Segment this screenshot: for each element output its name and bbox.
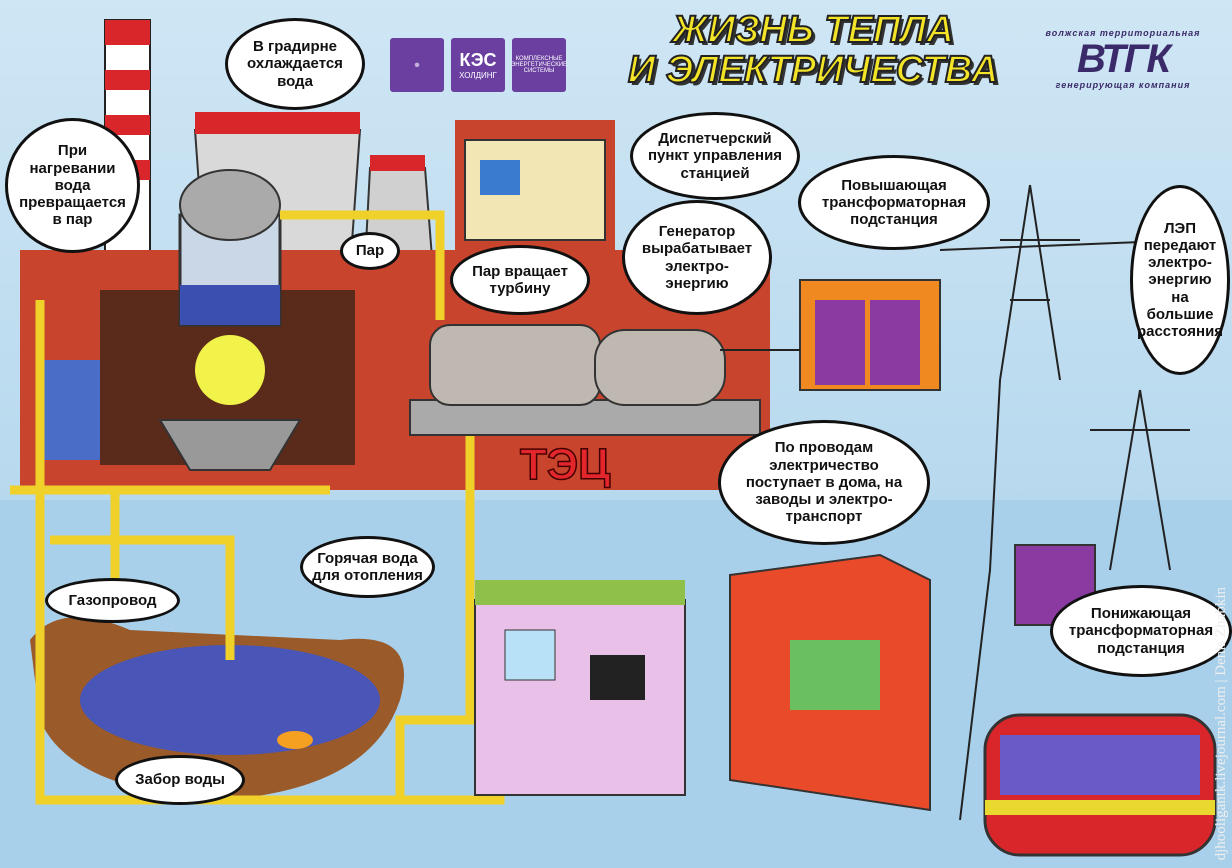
bubble-generator: Генератор вырабатывает электро- энергию	[622, 200, 772, 315]
bubble-steam: Пар	[340, 232, 400, 270]
turbine	[429, 324, 601, 406]
house	[474, 599, 686, 796]
bubble-water-intake: Забор воды	[115, 755, 245, 805]
kes-logo-sub: ХОЛДИНГ	[459, 71, 497, 80]
kes-logo-icon: ❁	[390, 38, 444, 92]
transmission-towers	[999, 184, 1190, 571]
generator	[594, 329, 726, 406]
vtgk-logo: волжская территориальная ВТГК генерирующ…	[1018, 28, 1228, 90]
station-label: ТЭЦ	[519, 439, 611, 490]
fire-glow	[195, 335, 265, 405]
vtgk-top: волжская территориальная	[1045, 28, 1201, 38]
window	[40, 360, 100, 460]
fish-icon	[277, 731, 313, 749]
bubble-turbine: Пар вращает турбину	[450, 245, 590, 315]
tv	[590, 655, 645, 700]
bubble-step-down: Понижающая трансформаторная подстанция	[1050, 585, 1232, 677]
bubble-wires: По проводам электричество поступает в до…	[718, 420, 930, 545]
bubble-step-up: Повышающая трансформаторная подстанция	[798, 155, 990, 250]
kes-systems-logo: КОМПЛЕКСНЫЕ ЭНЕРГЕТИЧЕСКИЕ СИСТЕМЫ	[510, 38, 568, 92]
bubble-heating: При нагревании вода превращается в пар	[5, 118, 140, 253]
bubble-gas: Газопровод	[45, 578, 180, 623]
bubble-hot-water: Горячая вода для отопления	[300, 536, 435, 598]
vtgk-main: ВТГК	[1077, 37, 1171, 81]
bubble-cooling-tower: В градирне охлаждается вода	[225, 18, 365, 110]
watermark: djhooligantk.livejournal.com | Denis Zha…	[1213, 586, 1229, 860]
kes-systems-text: КОМПЛЕКСНЫЕ ЭНЕРГЕТИЧЕСКИЕ СИСТЕМЫ	[510, 56, 568, 74]
lake	[80, 645, 380, 755]
kes-logo-text: КЭС	[459, 50, 497, 70]
bubble-power-line: ЛЭП передают электро- энергию на большие…	[1130, 185, 1230, 375]
vtgk-bottom: генерирующая компания	[1055, 80, 1191, 90]
bubble-control: Диспетчерский пункт управления станцией	[630, 112, 800, 200]
poster-title: ЖИЗНЬ ТЕПЛА И ЭЛЕКТРИЧЕСТВА	[627, 9, 999, 91]
